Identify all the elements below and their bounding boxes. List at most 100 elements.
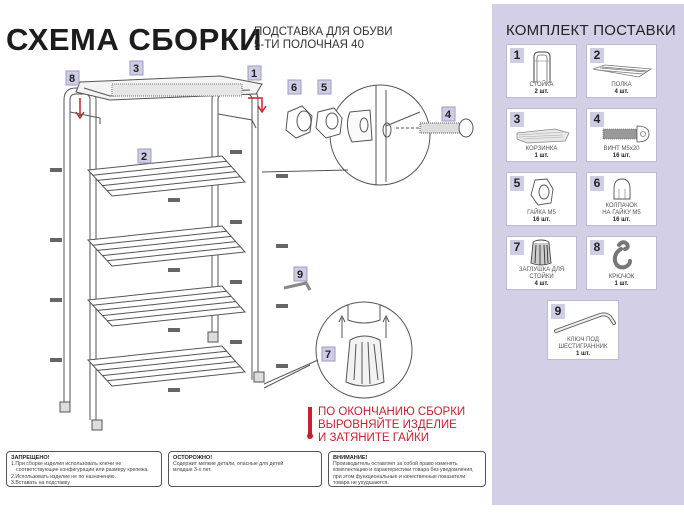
callout-2: 2 bbox=[141, 151, 147, 163]
warning-line: товара не ухудшаются. bbox=[333, 479, 389, 486]
callout-7: 7 bbox=[325, 349, 331, 361]
kit-item-name-line: НА ГАЙКУ М5 bbox=[602, 209, 641, 216]
screw-mark bbox=[50, 238, 62, 242]
kit-item-name-line: ШЕСТИГРАННИК bbox=[558, 343, 608, 350]
kit-item-cap-nut: 6 КОЛПАЧОК НА ГАЙКУ М5 16 шт. bbox=[586, 172, 657, 226]
kit-item-nut: 5 ГАЙКА М5 16 шт. bbox=[506, 172, 577, 226]
kit-item-name: СТОЙКА bbox=[529, 81, 554, 88]
screw-mark bbox=[168, 328, 180, 332]
kit-item-number: 9 bbox=[551, 304, 565, 319]
shelf-1 bbox=[50, 150, 288, 202]
bolt-part bbox=[396, 118, 474, 138]
kit-item-qty: 1 шт. bbox=[575, 351, 591, 357]
callout-1: 1 bbox=[251, 68, 257, 80]
callout-5: 5 bbox=[321, 82, 327, 94]
notice-line-2: ВЫРОВНЯЙТЕ ИЗДЕЛИЕ bbox=[318, 419, 457, 431]
kit-item-number: 3 bbox=[510, 112, 524, 127]
warning-heading: ОСТОРОЖНО! bbox=[173, 455, 213, 461]
notice-exclamation-dot bbox=[307, 433, 313, 439]
hook-icon bbox=[612, 240, 632, 270]
notice-line-3: И ЗАТЯНИТЕ ГАЙКИ bbox=[318, 432, 430, 444]
screw-mark bbox=[168, 268, 180, 272]
screw-mark bbox=[230, 340, 242, 344]
page-title: СХЕМА СБОРКИ bbox=[6, 22, 263, 57]
kit-item-name: ЗАГЛУШКА ДЛЯ СТОЙКИ bbox=[507, 267, 576, 280]
hex-key-part bbox=[283, 281, 312, 291]
screw-mark bbox=[168, 198, 180, 202]
screw-mark bbox=[230, 280, 242, 284]
subtitle-line-1: ПОДСТАВКА ДЛЯ ОБУВИ bbox=[254, 26, 393, 38]
foot-cap-mark bbox=[207, 331, 219, 343]
shelf-2 bbox=[50, 220, 288, 272]
foot-cap-mark bbox=[59, 401, 71, 413]
subtitle-line-2: 5-ТИ ПОЛОЧНАЯ 40 bbox=[254, 39, 364, 51]
basket bbox=[75, 75, 263, 101]
kit-item-number: 8 bbox=[590, 240, 604, 255]
warning-line: 2.Использовать изделие не по назначению. bbox=[11, 473, 117, 480]
hex-key-icon bbox=[554, 312, 616, 333]
kit-item-name: КОЛПАЧОК НА ГАЙКУ М5 bbox=[587, 203, 656, 216]
screw-mark bbox=[276, 244, 288, 248]
warning-line: 1.При сборке изделия использовать ключи … bbox=[11, 461, 122, 468]
warning-caution: ОСТОРОЖНО! Содержит мелкие детали, опасн… bbox=[168, 451, 322, 487]
assembly-diagram: 3 1 8 2 6 5 4 9 7 bbox=[50, 60, 474, 431]
kit-item-qty: 2 шт. bbox=[534, 89, 549, 95]
warning-line: комплектацию и характеристики товара без… bbox=[333, 467, 474, 474]
kit-item-rack-post: 1 СТОЙКА 2 шт. bbox=[506, 44, 577, 98]
assembly-notice: ПО ОКОНЧАНИЮ СБОРКИ ВЫРОВНЯЙТЕ ИЗДЕЛИЕ И… bbox=[318, 406, 465, 445]
kit-item-name-line: КОЛПАЧОК bbox=[605, 203, 638, 209]
warning-prohibited: ЗАПРЕЩЕНО! 1.При сборке изделия использо… bbox=[6, 451, 162, 487]
kit-item-number: 7 bbox=[510, 240, 524, 255]
shelf-3 bbox=[50, 280, 288, 332]
kit-item-shelf: 2 ПОЛКА 4 шт. bbox=[586, 44, 657, 98]
kit-item-name-line: КЛЮЧ ПОД bbox=[567, 337, 599, 343]
kit-item-screw: 4 ВИНТ М5х20 16 шт. bbox=[586, 108, 657, 162]
warning-heading: ВНИМАНИЕ! bbox=[333, 455, 368, 461]
kit-item-name: КРЮЧОК bbox=[608, 273, 635, 280]
nut-icon bbox=[530, 178, 554, 206]
kit-item-qty: 16 шт. bbox=[532, 217, 551, 223]
cap-nut-icon bbox=[613, 178, 631, 200]
kit-item-number: 1 bbox=[510, 48, 524, 63]
screw-icon bbox=[602, 125, 650, 143]
kit-item-qty: 4 шт. bbox=[534, 281, 549, 287]
foot-cap-icon bbox=[530, 239, 552, 266]
warning-attention: ВНИМАНИЕ! Производитель оставляет за соб… bbox=[328, 451, 486, 487]
kit-item-qty: 1 шт. bbox=[614, 281, 629, 287]
kit-item-name-line: СТОЙКИ bbox=[529, 273, 554, 280]
kit-item-name: КЛЮЧ ПОД ШЕСТИГРАННИК bbox=[548, 337, 618, 350]
callout-4: 4 bbox=[445, 109, 452, 121]
kit-item-name: КОРЗИНКА bbox=[525, 145, 558, 152]
screw-mark bbox=[276, 364, 288, 368]
warning-heading: ЗАПРЕЩЕНО! bbox=[11, 455, 50, 461]
callout-8: 8 bbox=[69, 73, 75, 85]
hook-arrow-right bbox=[248, 97, 263, 110]
left-back-post bbox=[63, 87, 97, 420]
kit-item-qty: 16 шт. bbox=[612, 217, 631, 223]
basket-icon bbox=[516, 128, 570, 144]
screw-mark bbox=[50, 358, 62, 362]
screw-mark bbox=[230, 220, 242, 224]
page-subtitle: ПОДСТАВКА ДЛЯ ОБУВИ 5-ТИ ПОЛОЧНАЯ 40 bbox=[254, 26, 393, 52]
kit-item-number: 2 bbox=[590, 48, 604, 63]
kit-item-hex-key: 9 КЛЮЧ ПОД ШЕСТИГРАННИК 1 шт. bbox=[547, 300, 619, 360]
shelf-icon bbox=[592, 64, 653, 78]
notice-line-1: ПО ОКОНЧАНИЮ СБОРКИ bbox=[318, 406, 466, 418]
warning-line: соответствующие конфигурации или размеру… bbox=[16, 467, 149, 474]
screw-mark bbox=[276, 304, 288, 308]
foot-cap-mark bbox=[253, 371, 265, 383]
nut-part bbox=[315, 107, 343, 139]
kit-item-basket: 3 КОРЗИНКА 1 шт. bbox=[506, 108, 577, 162]
screw-mark bbox=[50, 168, 62, 172]
kit-item-hook: 8 КРЮЧОК 1 шт. bbox=[586, 236, 657, 290]
warning-line: младше 3-х лет. bbox=[173, 467, 212, 474]
shelf-4 bbox=[50, 340, 288, 392]
kit-item-qty: 16 шт. bbox=[612, 153, 631, 159]
kit-title: КОМПЛЕКТ ПОСТАВКИ bbox=[506, 22, 676, 39]
rack-post-icon bbox=[533, 51, 551, 83]
callout-3: 3 bbox=[133, 63, 139, 75]
notice-exclamation-bar bbox=[308, 407, 312, 437]
cap-nut-part bbox=[285, 105, 313, 139]
foot-cap-mark bbox=[91, 419, 103, 431]
kit-item-qty: 4 шт. bbox=[614, 89, 629, 95]
